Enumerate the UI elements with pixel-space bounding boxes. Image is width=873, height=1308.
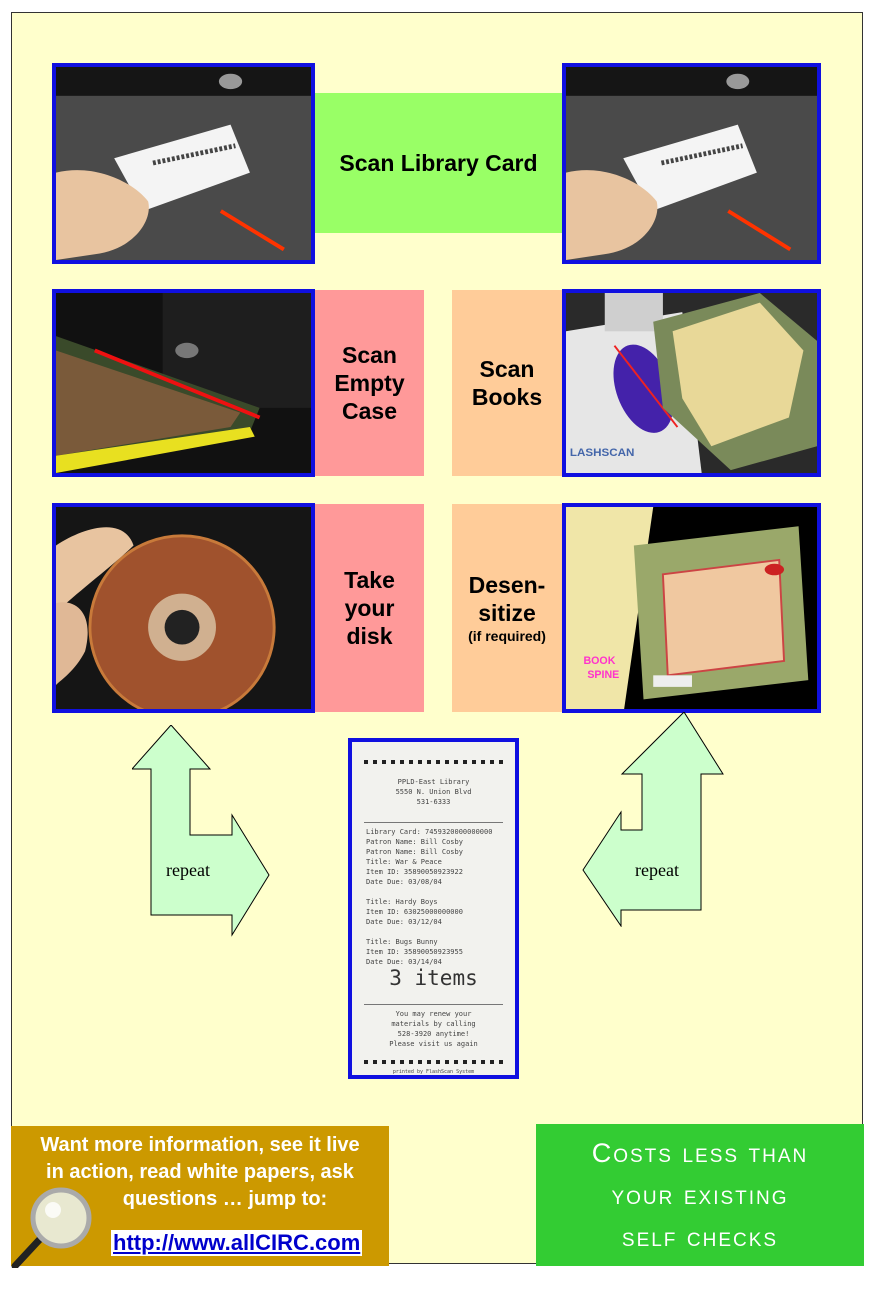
photo-scan-empty-case (52, 289, 315, 477)
step-take-disk-line-1: Take (344, 567, 395, 593)
receipt-line: Patron Name: Bill Cosby (366, 848, 463, 856)
receipt-line: Title: Bugs Bunny (366, 938, 438, 946)
magnifying-glass-icon (11, 1187, 92, 1268)
step-scan-books: Scan Books (452, 290, 562, 476)
receipt-line: Date Due: 03/14/04 (366, 958, 442, 966)
allcirc-link[interactable]: http://www.allCIRC.com (111, 1230, 363, 1256)
step-take-disk-line-2: your (344, 595, 395, 621)
book-spine-text-2: SPINE (587, 669, 619, 681)
step-desensitize: Desen- sitize (if required) (452, 504, 562, 712)
step-scan-empty-case-line-2: Empty (334, 370, 405, 396)
more-info-line-2: in action, read white papers, ask (46, 1161, 354, 1183)
book-spine-text-1: BOOK (583, 655, 615, 667)
step-take-your-disk: Take your disk (315, 504, 424, 712)
receipt-header-1: PPLD-East Library (397, 778, 470, 786)
step-take-disk-line-3: disk (346, 623, 393, 649)
receipt-line: Title: Hardy Boys (366, 898, 438, 906)
cost-line-1: Costs less than (591, 1138, 809, 1168)
step-scan-library-card-text: Scan Library Card (339, 150, 538, 176)
repeat-arrow-left-icon (132, 725, 270, 937)
receipt-line: Date Due: 03/08/04 (366, 878, 442, 886)
step-desensitize-line-2: sitize (478, 600, 536, 626)
flashscan-text: LASHSCAN (570, 447, 635, 459)
photo-scan-card-left (52, 63, 315, 264)
step-scan-empty-case-line-3: Case (342, 398, 397, 424)
more-info-line-3: questions … jump to: (122, 1188, 328, 1210)
more-info-line-1: Want more information, see it live (40, 1134, 360, 1156)
repeat-arrow-right-icon (582, 712, 724, 927)
cost-box: Costs less than your existing self check… (536, 1124, 864, 1266)
receipt-line: Item ID: 63025000000000 (366, 908, 463, 916)
photo-desensitize: BOOK SPINE (562, 503, 821, 713)
receipt-footer-3: 528-3920 anytime! (397, 1030, 470, 1038)
receipt-line: Title: War & Peace (366, 858, 442, 866)
receipt-footer-2: materials by calling (391, 1020, 476, 1028)
more-info-text: Want more information, see it live in ac… (11, 1132, 389, 1213)
step-scan-empty-case-line-1: Scan (342, 342, 397, 368)
cost-line-2: your existing (611, 1180, 789, 1210)
step-scan-books-line-2: Books (471, 384, 543, 410)
receipt-header-3: 531-6333 (416, 798, 451, 806)
photo-take-disk (52, 503, 315, 713)
receipt-footer-4: Please visit us again (389, 1040, 478, 1048)
receipt-line: Date Due: 03/12/04 (366, 918, 442, 926)
step-desensitize-line-1: Desen- (468, 572, 546, 598)
receipt-line: Item ID: 35890050923922 (366, 868, 463, 876)
receipt-image: PPLD-East Library 5550 N. Union Blvd 531… (348, 738, 519, 1079)
step-desensitize-note: (if required) (468, 628, 546, 644)
more-info-box: Want more information, see it live in ac… (11, 1126, 389, 1268)
receipt-line: Item ID: 35890050923955 (366, 948, 463, 956)
receipt-footer-1: You may renew your (395, 1010, 472, 1018)
receipt-total: 3 items (389, 966, 478, 990)
receipt-line: Patron Name: Bill Cosby (366, 838, 463, 846)
step-scan-empty-case: Scan Empty Case (315, 290, 424, 476)
photo-scan-books: LASHSCAN (562, 289, 821, 477)
receipt-header-2: 5550 N. Union Blvd (395, 788, 472, 796)
repeat-label-left: repeat (166, 860, 210, 880)
receipt-line: Library Card: 7459320000000000 (366, 828, 493, 836)
photo-scan-card-right (562, 63, 821, 264)
repeat-label-right: repeat (635, 860, 679, 880)
step-scan-library-card: Scan Library Card (315, 93, 562, 233)
cost-line-3: self checks (621, 1222, 779, 1252)
step-scan-books-line-1: Scan (479, 356, 535, 382)
receipt-printed-by: printed by FlashScan System (392, 1069, 475, 1075)
